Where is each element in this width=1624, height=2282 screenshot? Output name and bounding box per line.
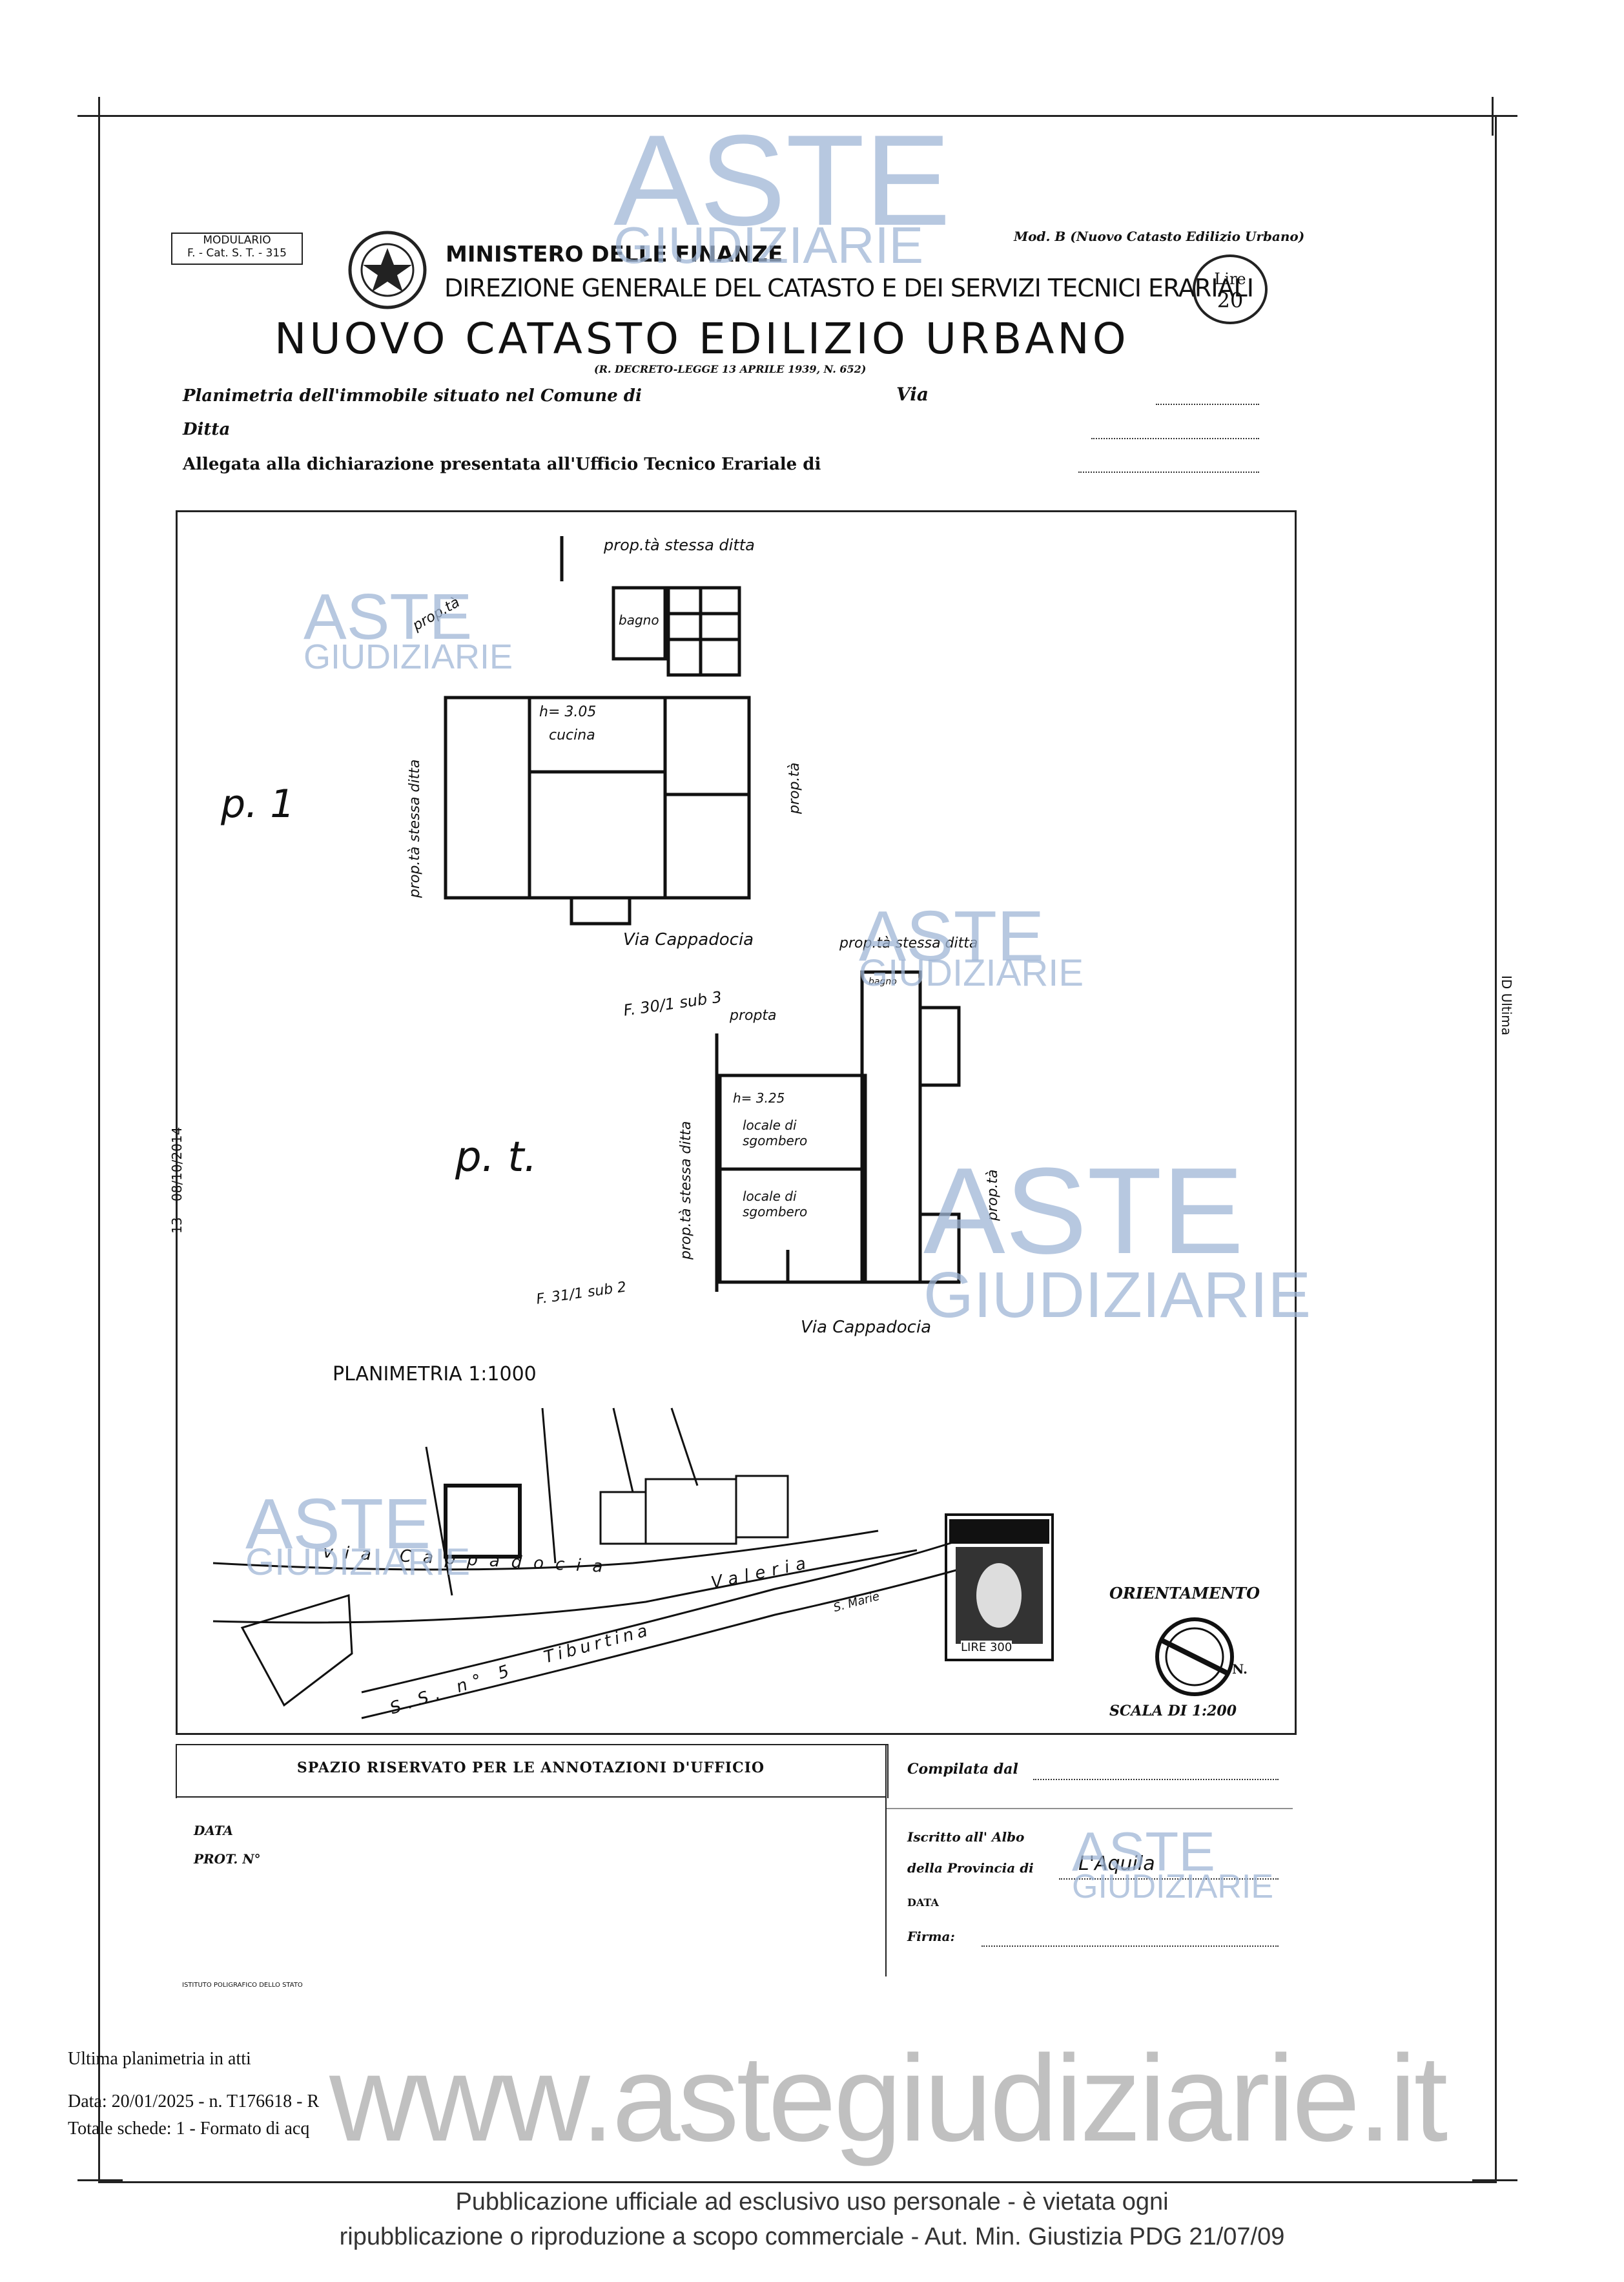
watermark-aste: ASTE (923, 1143, 1244, 1280)
decree-label: (R. DECRETO-LEGGE 13 APRILE 1939, N. 652… (594, 363, 867, 375)
crop-tick (1492, 97, 1494, 136)
watermark-giudiziarie: GIUDIZIARIE (245, 1541, 471, 1583)
floor-label-pt: p. t. (455, 1134, 537, 1181)
floor-label-p1: p. 1 (221, 782, 295, 827)
room-height-locale: h= 3.25 (733, 1090, 785, 1106)
page-title: NUOVO CATASTO EDILIZIO URBANO (274, 314, 1129, 364)
watermark-aste: ASTE (859, 897, 1045, 976)
istituto-label: ISTITUTO POLIGRAFICO DELLO STATO (182, 1982, 303, 1989)
office-title: SPAZIO RISERVATO PER LE ANNOTAZIONI D'UF… (296, 1759, 765, 1776)
watermark-giudiziarie: GIUDIZIARIE (303, 638, 513, 676)
watermark-giudiziarie: GIUDIZIARIE (1072, 1868, 1274, 1905)
modulario-title: MODULARIO (203, 234, 271, 247)
room-locale-2: locale di sgombero (743, 1188, 808, 1219)
room-height-cucina: h= 3.05 (539, 704, 597, 720)
planimetria-map (212, 1407, 982, 1719)
scale-label: SCALA DI 1:200 (1109, 1703, 1237, 1719)
office-prot-label: PROT. N° (194, 1851, 261, 1867)
side-label-right: prop.tà (786, 762, 803, 814)
office-data-label: DATA (194, 1823, 234, 1838)
room-bagno-2: bagno (869, 977, 897, 987)
plan-area (176, 510, 1297, 1735)
side-label-left: prop.tà stessa ditta (407, 759, 423, 898)
crop-tick (77, 115, 123, 117)
data-right-label: DATA (907, 1896, 939, 1909)
form-ufficio-label: Allegata alla dichiarazione presentata a… (183, 455, 821, 474)
orientation-label: ORIENTAMENTO (1109, 1584, 1260, 1603)
republic-emblem-icon (348, 231, 427, 309)
side-date: 08/10/2014 (169, 1126, 185, 1201)
bottom-info-1: Ultima planimetria in atti (68, 2049, 251, 2069)
postage-stamp-icon (945, 1513, 1054, 1661)
street-label-1: Via Cappadocia (623, 930, 754, 949)
modulario-code: F. - Cat. S. T. - 315 (187, 247, 287, 260)
room-cucina: cucina (549, 727, 595, 743)
form-via-label: Via (896, 384, 929, 405)
north-label: N. (1232, 1661, 1248, 1677)
plan-top-label: prop.tà stessa ditta (604, 536, 755, 554)
watermark-giudiziarie: GIUDIZIARIE (613, 216, 924, 274)
document-frame (98, 115, 1497, 2183)
model-label: Mod. B (Nuovo Catasto Edilizio Urbano) (1014, 229, 1305, 244)
crop-tick (98, 97, 100, 136)
room-bagno: bagno (619, 612, 659, 628)
prop-mid-label: propta (730, 1008, 777, 1024)
revenue-stamp-oval (1193, 254, 1268, 324)
crop-tick (1472, 2179, 1517, 2181)
stamp-lire: Lire (1214, 270, 1246, 288)
provincia-label: della Provincia di (907, 1860, 1034, 1876)
watermark-aste: ASTE (245, 1484, 431, 1564)
crop-tick (1472, 115, 1517, 117)
room-locale-1: locale di sgombero (743, 1117, 808, 1148)
floor-plan-pt (715, 970, 961, 1292)
form-comune-label: Planimetria dell'immobile situato nel Co… (183, 386, 642, 406)
planimetria-scale-label: PLANIMETRIA 1:1000 (333, 1363, 537, 1385)
iscritto-label: Iscritto all' Albo (907, 1829, 1025, 1845)
floor-plan-p1 (444, 536, 751, 926)
footer-line-1: Pubblicazione ufficiale ad esclusivo uso… (455, 2188, 1169, 2215)
directorate-name: DIREZIONE GENERALE DEL CATASTO E DEI SER… (444, 274, 1254, 302)
bottom-info-3: Totale schede: 1 - Formato di acq (68, 2119, 310, 2139)
bottom-info-2: Data: 20/01/2025 - n. T176618 - R (68, 2091, 320, 2111)
side-number: 13 (169, 1217, 185, 1234)
stamp-lire-300: LIRE 300 (961, 1641, 1012, 1654)
compass-rose-icon (1155, 1617, 1234, 1696)
modulario-box: MODULARIO F. - Cat. S. T. - 315 (171, 233, 303, 265)
office-box (176, 1744, 889, 1798)
ministry-name: MINISTERO DELLE FINANZE (446, 242, 783, 267)
provincia-value: L'Aquila (1078, 1852, 1155, 1875)
watermark-aste: ASTE (613, 109, 951, 253)
plan-top-label-2: prop.tà stessa ditta (839, 935, 978, 951)
firma-label: Firma: (907, 1929, 955, 1944)
watermark-site: www.astegiudiziarie.it (329, 2030, 1448, 2167)
watermark-giudiziarie: GIUDIZIARIE (859, 952, 1084, 994)
side-vertical-right: ID Ultima (1499, 975, 1514, 1035)
watermark-aste: ASTE (303, 581, 473, 653)
stamp-value: 20 (1217, 288, 1244, 313)
form-ditta-label: Ditta (183, 420, 231, 439)
street-label-2: Via Cappadocia (801, 1318, 932, 1337)
crop-tick (77, 2179, 123, 2181)
watermark-aste: ASTE (1072, 1821, 1216, 1883)
footer-line-2: ripubblicazione o riproduzione a scopo c… (339, 2223, 1285, 2250)
side-label-left-2: prop.tà stessa ditta (678, 1121, 694, 1260)
watermark-giudiziarie: GIUDIZIARIE (923, 1259, 1311, 1331)
compilata-label: Compilata dal (907, 1761, 1018, 1778)
